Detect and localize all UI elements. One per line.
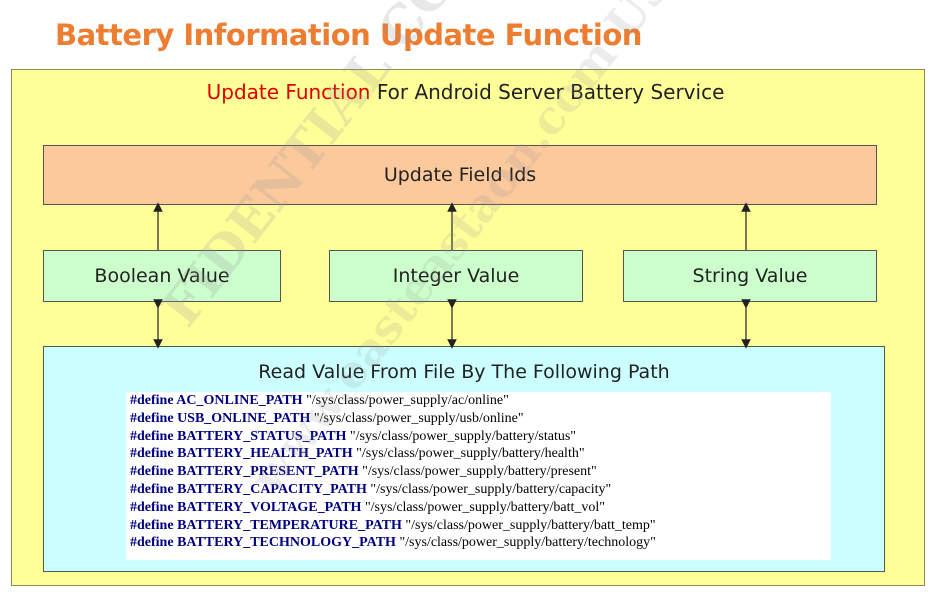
string-value-box: String Value xyxy=(623,250,877,302)
integer-value-label: Integer Value xyxy=(392,265,520,287)
read-value-title: Read Value From File By The Following Pa… xyxy=(258,361,670,383)
code-keyword: #define xyxy=(130,535,174,551)
code-keyword: #define xyxy=(130,517,174,533)
diagram-heading: Update Function For Android Server Batte… xyxy=(0,80,931,104)
read-value-box: Read Value From File By The Following Pa… xyxy=(43,346,885,572)
code-macro-name: USB_ONLINE_PATH xyxy=(177,410,311,426)
boolean-value-label: Boolean Value xyxy=(94,265,230,287)
code-path-string: "/sys/class/power_supply/battery/present… xyxy=(362,464,597,480)
code-macro-name: BATTERY_HEALTH_PATH xyxy=(177,446,353,462)
code-macro-name: BATTERY_STATUS_PATH xyxy=(177,428,347,444)
code-line: #define BATTERY_TEMPERATURE_PATH "/sys/c… xyxy=(126,517,831,535)
code-keyword: #define xyxy=(130,481,174,497)
code-path-string: "/sys/class/power_supply/battery/capacit… xyxy=(370,481,612,497)
code-macro-name: AC_ONLINE_PATH xyxy=(176,393,303,408)
code-keyword: #define xyxy=(130,428,174,444)
code-panel: #define AC_ONLINE_PATH "/sys/class/power… xyxy=(126,392,831,560)
code-macro-name: BATTERY_CAPACITY_PATH xyxy=(177,481,367,497)
code-keyword: #define xyxy=(130,393,174,408)
code-macro-name: BATTERY_VOLTAGE_PATH xyxy=(177,499,362,515)
code-line: #define BATTERY_HEALTH_PATH "/sys/class/… xyxy=(126,445,831,463)
code-line: #define USB_ONLINE_PATH "/sys/class/powe… xyxy=(126,410,831,428)
code-line: #define AC_ONLINE_PATH "/sys/class/power… xyxy=(126,392,831,410)
code-macro-name: BATTERY_TECHNOLOGY_PATH xyxy=(177,535,396,551)
code-keyword: #define xyxy=(130,464,174,480)
heading-highlight: Update Function xyxy=(206,80,371,104)
code-path-string: "/sys/class/power_supply/battery/status" xyxy=(349,428,576,444)
code-line: #define BATTERY_PRESENT_PATH "/sys/class… xyxy=(126,463,831,481)
code-line: #define BATTERY_STATUS_PATH "/sys/class/… xyxy=(126,428,831,446)
code-path-string: "/sys/class/power_supply/battery/health" xyxy=(356,446,585,462)
string-value-label: String Value xyxy=(692,265,808,287)
code-path-string: "/sys/class/power_supply/battery/batt_vo… xyxy=(364,499,606,515)
code-path-string: "/sys/class/power_supply/usb/online" xyxy=(313,410,524,426)
code-keyword: #define xyxy=(130,410,174,426)
heading-rest: For Android Server Battery Service xyxy=(370,80,725,104)
code-path-string: "/sys/class/power_supply/ac/online" xyxy=(306,393,509,408)
update-field-ids-box: Update Field Ids xyxy=(43,145,877,205)
code-keyword: #define xyxy=(130,446,174,462)
code-macro-name: BATTERY_PRESENT_PATH xyxy=(177,464,359,480)
code-line: #define BATTERY_CAPACITY_PATH "/sys/clas… xyxy=(126,481,831,499)
code-macro-name: BATTERY_TEMPERATURE_PATH xyxy=(177,517,402,533)
slide-title: Battery Information Update Function xyxy=(55,18,642,52)
integer-value-box: Integer Value xyxy=(329,250,583,302)
boolean-value-box: Boolean Value xyxy=(43,250,281,302)
code-keyword: #define xyxy=(130,499,174,515)
update-field-ids-label: Update Field Ids xyxy=(383,164,537,186)
code-path-string: "/sys/class/power_supply/battery/batt_te… xyxy=(405,517,656,533)
code-path-string: "/sys/class/power_supply/battery/technol… xyxy=(399,535,656,551)
code-line: #define BATTERY_VOLTAGE_PATH "/sys/class… xyxy=(126,499,831,517)
code-line: #define BATTERY_TECHNOLOGY_PATH "/sys/cl… xyxy=(126,534,831,552)
